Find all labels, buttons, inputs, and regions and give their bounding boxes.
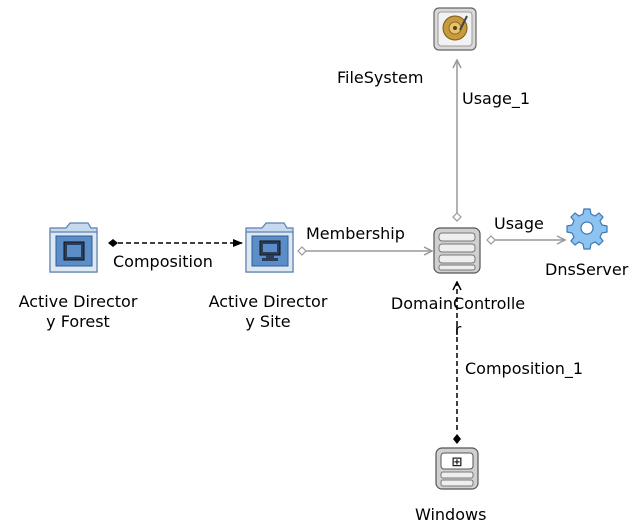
edge-membership[interactable] xyxy=(297,246,432,256)
node-label-ad-forest-line2: y Forest xyxy=(46,312,110,331)
edge-label-membership: Membership xyxy=(306,224,405,243)
edge-composition-1-diamond xyxy=(453,434,461,444)
edge-membership-diamond xyxy=(297,246,307,256)
svg-text:⊞: ⊞ xyxy=(452,455,463,470)
edge-composition-1[interactable] xyxy=(453,282,461,444)
node-label-ad-site-line1: Active Director xyxy=(208,292,328,311)
edge-usage[interactable] xyxy=(486,235,565,245)
folder-window-icon[interactable] xyxy=(49,222,98,273)
edge-label-composition-1: Composition_1 xyxy=(465,359,584,378)
server-stack-icon[interactable] xyxy=(433,227,481,274)
node-label-domain-controller-line2: r xyxy=(454,320,462,339)
node-label-domain-controller: DomainControlle r xyxy=(388,294,528,340)
windows-logo-icon[interactable]: ⊞ xyxy=(435,447,479,490)
node-label-windows: Windows xyxy=(415,505,487,524)
edge-label-composition: Composition xyxy=(113,252,213,271)
edge-usage-1[interactable] xyxy=(452,60,462,222)
node-label-ad-site-line2: y Site xyxy=(245,312,291,331)
node-label-ad-forest: Active Director y Forest xyxy=(8,292,148,332)
edge-usage-diamond xyxy=(486,235,496,245)
node-label-dns-server: DnsServer xyxy=(545,260,629,279)
edge-label-usage-1: Usage_1 xyxy=(462,89,531,108)
node-label-filesystem: FileSystem xyxy=(337,68,424,87)
edge-usage-1-diamond xyxy=(452,212,462,222)
node-label-ad-site: Active Director y Site xyxy=(198,292,338,332)
folder-monitor-icon[interactable] xyxy=(245,222,294,273)
node-label-ad-forest-line1: Active Director xyxy=(18,292,138,311)
gear-icon[interactable] xyxy=(566,208,608,250)
edge-composition[interactable] xyxy=(108,239,243,247)
node-label-domain-controller-line1: DomainControlle xyxy=(390,294,526,313)
edge-composition-diamond xyxy=(108,239,118,247)
edge-label-usage: Usage xyxy=(494,214,544,233)
hard-disk-icon[interactable] xyxy=(433,7,477,51)
